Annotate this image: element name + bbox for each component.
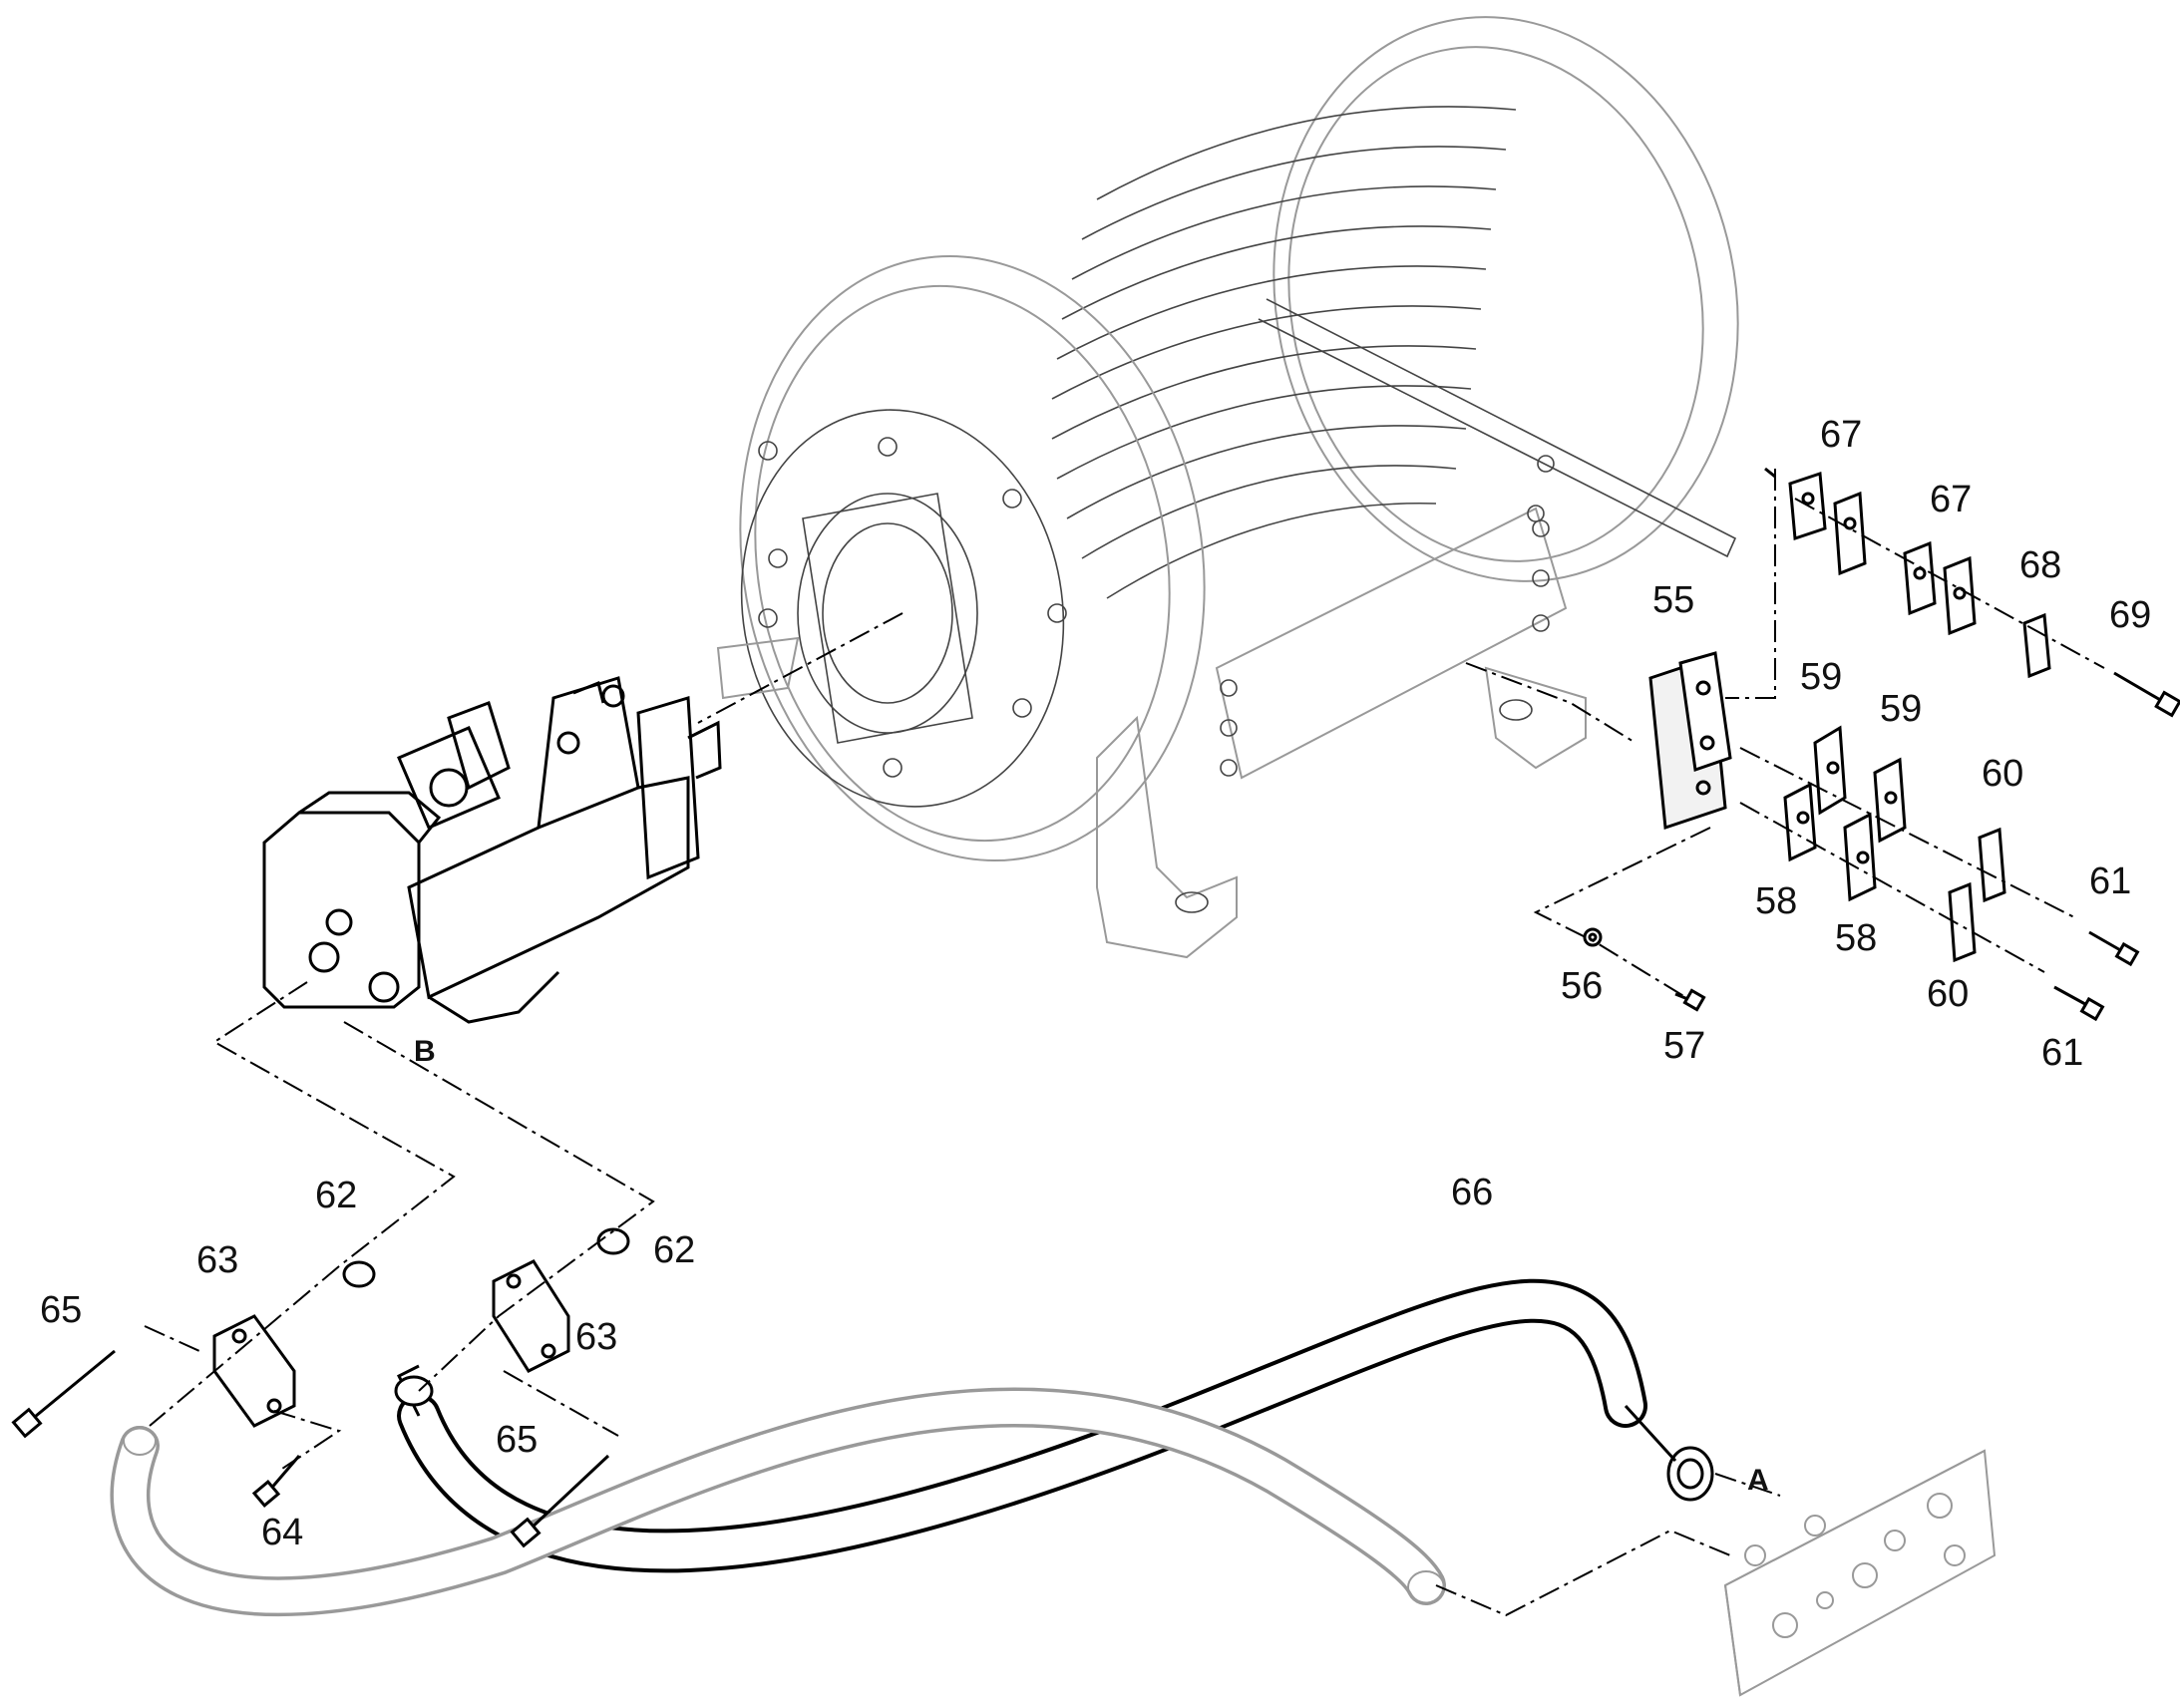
callout-57: 57 [1663, 1025, 1706, 1067]
hose-faint [114, 1391, 1443, 1613]
hose-end-fitting [394, 1375, 434, 1407]
port-label-b: B [414, 1035, 436, 1068]
callout-63-right: 63 [575, 1316, 618, 1358]
cover-plates-60 [1948, 827, 2006, 963]
callout-69: 69 [2109, 594, 2152, 636]
assembly-center-lines [144, 469, 2105, 1617]
callout-68: 68 [2019, 544, 2062, 586]
callout-63-left: 63 [196, 1239, 239, 1281]
callout-67-right: 67 [1930, 479, 1973, 520]
callout-leaders [1764, 467, 1776, 479]
callout-59-right: 59 [1880, 688, 1923, 730]
control-block [1723, 1449, 1997, 1697]
callout-65-left: 65 [40, 1289, 83, 1331]
callout-60-bottom: 60 [1927, 973, 1970, 1015]
hydraulic-motor [262, 676, 722, 1024]
clamp-halves-59-58 [1783, 725, 1907, 902]
callout-59-left: 59 [1800, 656, 1843, 698]
clamp-blocks-67 [1788, 471, 1977, 636]
callout-62-left: 62 [315, 1175, 358, 1216]
callout-66: 66 [1451, 1172, 1494, 1213]
callout-61-top: 61 [2089, 860, 2132, 902]
plate-68 [2022, 612, 2051, 679]
callout-62-right: 62 [653, 1229, 696, 1271]
callout-65-right: 65 [496, 1419, 539, 1461]
winch-drum-assembly [716, 16, 1739, 959]
callout-58-right: 58 [1835, 917, 1878, 959]
callout-58-left: 58 [1755, 880, 1798, 922]
flanges-63 [212, 1259, 570, 1428]
bolts [11, 671, 2180, 1548]
callout-55: 55 [1652, 579, 1695, 621]
o-rings-62 [342, 1227, 630, 1288]
callout-56: 56 [1561, 965, 1604, 1007]
callout-64: 64 [261, 1512, 304, 1553]
callout-67-top: 67 [1820, 414, 1863, 456]
callout-60-top: 60 [1982, 753, 2024, 795]
clamp-plate-55 [1648, 651, 1732, 831]
callout-61-bottom: 61 [2041, 1032, 2084, 1074]
port-label-a: A [1747, 1464, 1769, 1497]
hose-end-fitting-a [1666, 1446, 1714, 1502]
